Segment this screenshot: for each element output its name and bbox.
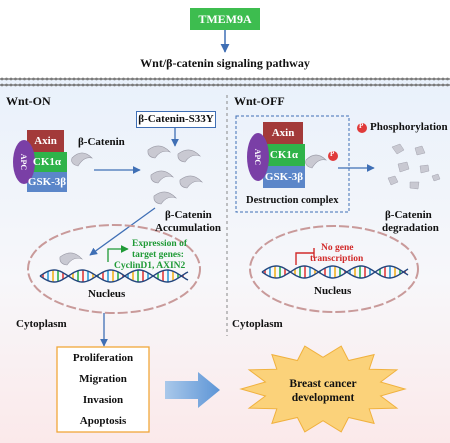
beta-catenin-shapes-on: [59, 145, 203, 266]
ck1a-block: [27, 152, 67, 172]
phospho-badge-off: [328, 151, 338, 161]
expression-line2: target genes:: [132, 250, 184, 260]
cell-membrane: [0, 77, 450, 87]
apc-block-off: [247, 133, 269, 181]
axin-label-on: Axin: [34, 135, 57, 147]
degradation-line1: β-Catenin: [385, 209, 432, 221]
tmem9a-label: TMEM9A: [198, 11, 252, 26]
axin-label-off: Axin: [271, 127, 295, 139]
no-transcription-bar: [295, 248, 315, 265]
nucleus-off-ring: [249, 225, 419, 313]
apc-label-on: APC: [19, 153, 29, 171]
wnt-off-complex: [247, 122, 338, 188]
apc-block: [13, 140, 35, 184]
ck1a-label-off: CK1α: [269, 149, 299, 161]
no-gene-line2: transcription: [310, 254, 364, 264]
mutant-box: β-Catenin-S33Y: [136, 111, 216, 128]
dna-helix-on: [39, 269, 189, 283]
degradation-line2: degradation: [382, 222, 439, 234]
outcome-invasion: Invasion: [82, 394, 124, 406]
degraded-fragments: [387, 143, 441, 190]
tmem9a-box: TMEM9A: [190, 8, 260, 30]
beta-catenin-off: [305, 154, 327, 169]
big-arrow-to-result: [165, 372, 220, 408]
accumulation-line2: Accumulation: [155, 222, 221, 234]
outcome-migration: Migration: [79, 373, 127, 385]
nucleus-off-label: Nucleus: [314, 285, 352, 297]
result-line2: development: [291, 392, 355, 404]
phospho-legend-badge: [357, 123, 367, 133]
gsk3b-label-on: GSK-3β: [27, 176, 67, 188]
dna-helix-off: [261, 265, 409, 279]
gsk3b-label-off: GSK-3β: [264, 171, 304, 183]
arrow-to-nucleus-on: [89, 207, 156, 256]
ck1a-label-on: CK1α: [32, 156, 62, 168]
wnt-off-heading: Wnt-OFF: [234, 94, 285, 108]
expression-line1: Expression of: [132, 239, 187, 249]
phosphorylation-label: Phosphorylation: [370, 121, 448, 133]
nucleus-on-label: Nucleus: [88, 288, 126, 300]
beta-catenin-label: β-Catenin: [78, 136, 125, 148]
axin-block: [27, 130, 64, 152]
wnt-on-heading: Wnt-ON: [6, 94, 51, 108]
apc-label-off: APC: [253, 148, 263, 166]
result-line1: Breast cancer: [289, 378, 357, 390]
wnt-on-complex: [13, 130, 67, 192]
gsk3b-block: [27, 172, 67, 192]
breast-cancer-burst: [239, 345, 407, 433]
ck1a-block-off: [263, 144, 305, 166]
accumulation-line1: β-Catenin: [165, 209, 212, 221]
outcome-proliferation: Proliferation: [72, 352, 134, 364]
expression-arrow: [107, 245, 129, 262]
expression-line3: CyclinD1, AXIN2: [114, 261, 186, 271]
cytoplasm-on-label: Cytoplasm: [16, 318, 67, 330]
outcome-apoptosis: Apoptosis: [79, 415, 127, 427]
destruction-complex-label: Destruction complex: [246, 195, 339, 206]
phospho-badge-symbol: P: [330, 150, 335, 158]
outcomes-box: [56, 346, 150, 433]
gsk3b-block-off: [263, 166, 305, 188]
axin-block-off: [263, 122, 303, 144]
no-gene-line1: No gene: [321, 243, 354, 253]
nucleus-on-ring: [27, 224, 201, 314]
destruction-complex-frame: [235, 115, 350, 213]
phospho-legend-symbol: P: [359, 122, 364, 130]
pathway-label: Wnt/β-catenin signaling pathway: [140, 56, 310, 70]
cytoplasm-off-label: Cytoplasm: [232, 318, 283, 330]
